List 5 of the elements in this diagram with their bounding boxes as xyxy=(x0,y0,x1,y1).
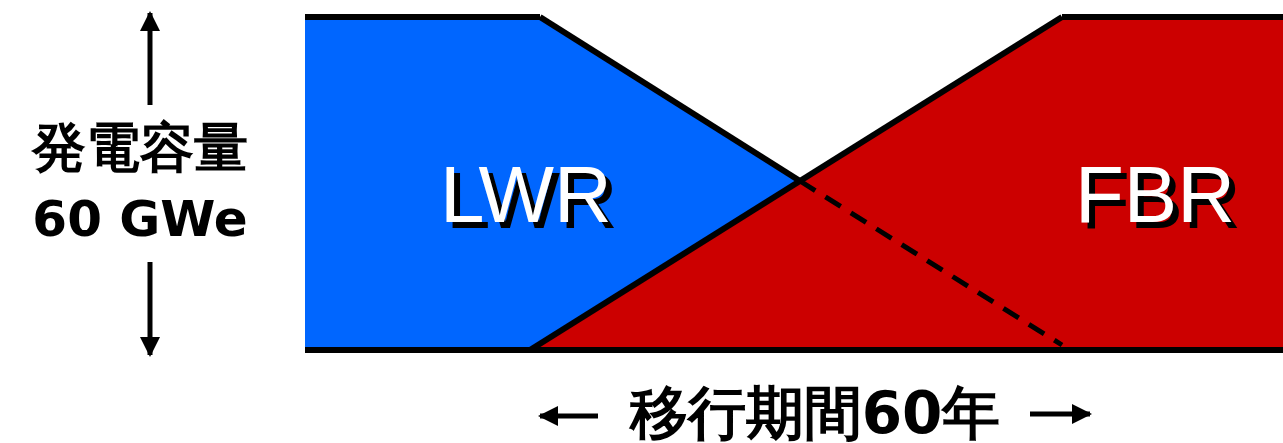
axis-label: 60 GWe xyxy=(31,192,249,247)
region-label: FBR xyxy=(1075,155,1235,235)
region-label: LWR xyxy=(440,155,612,235)
axis-label: 発電容量 xyxy=(30,118,249,178)
axis-label: 移行期間60年 xyxy=(628,382,1002,443)
